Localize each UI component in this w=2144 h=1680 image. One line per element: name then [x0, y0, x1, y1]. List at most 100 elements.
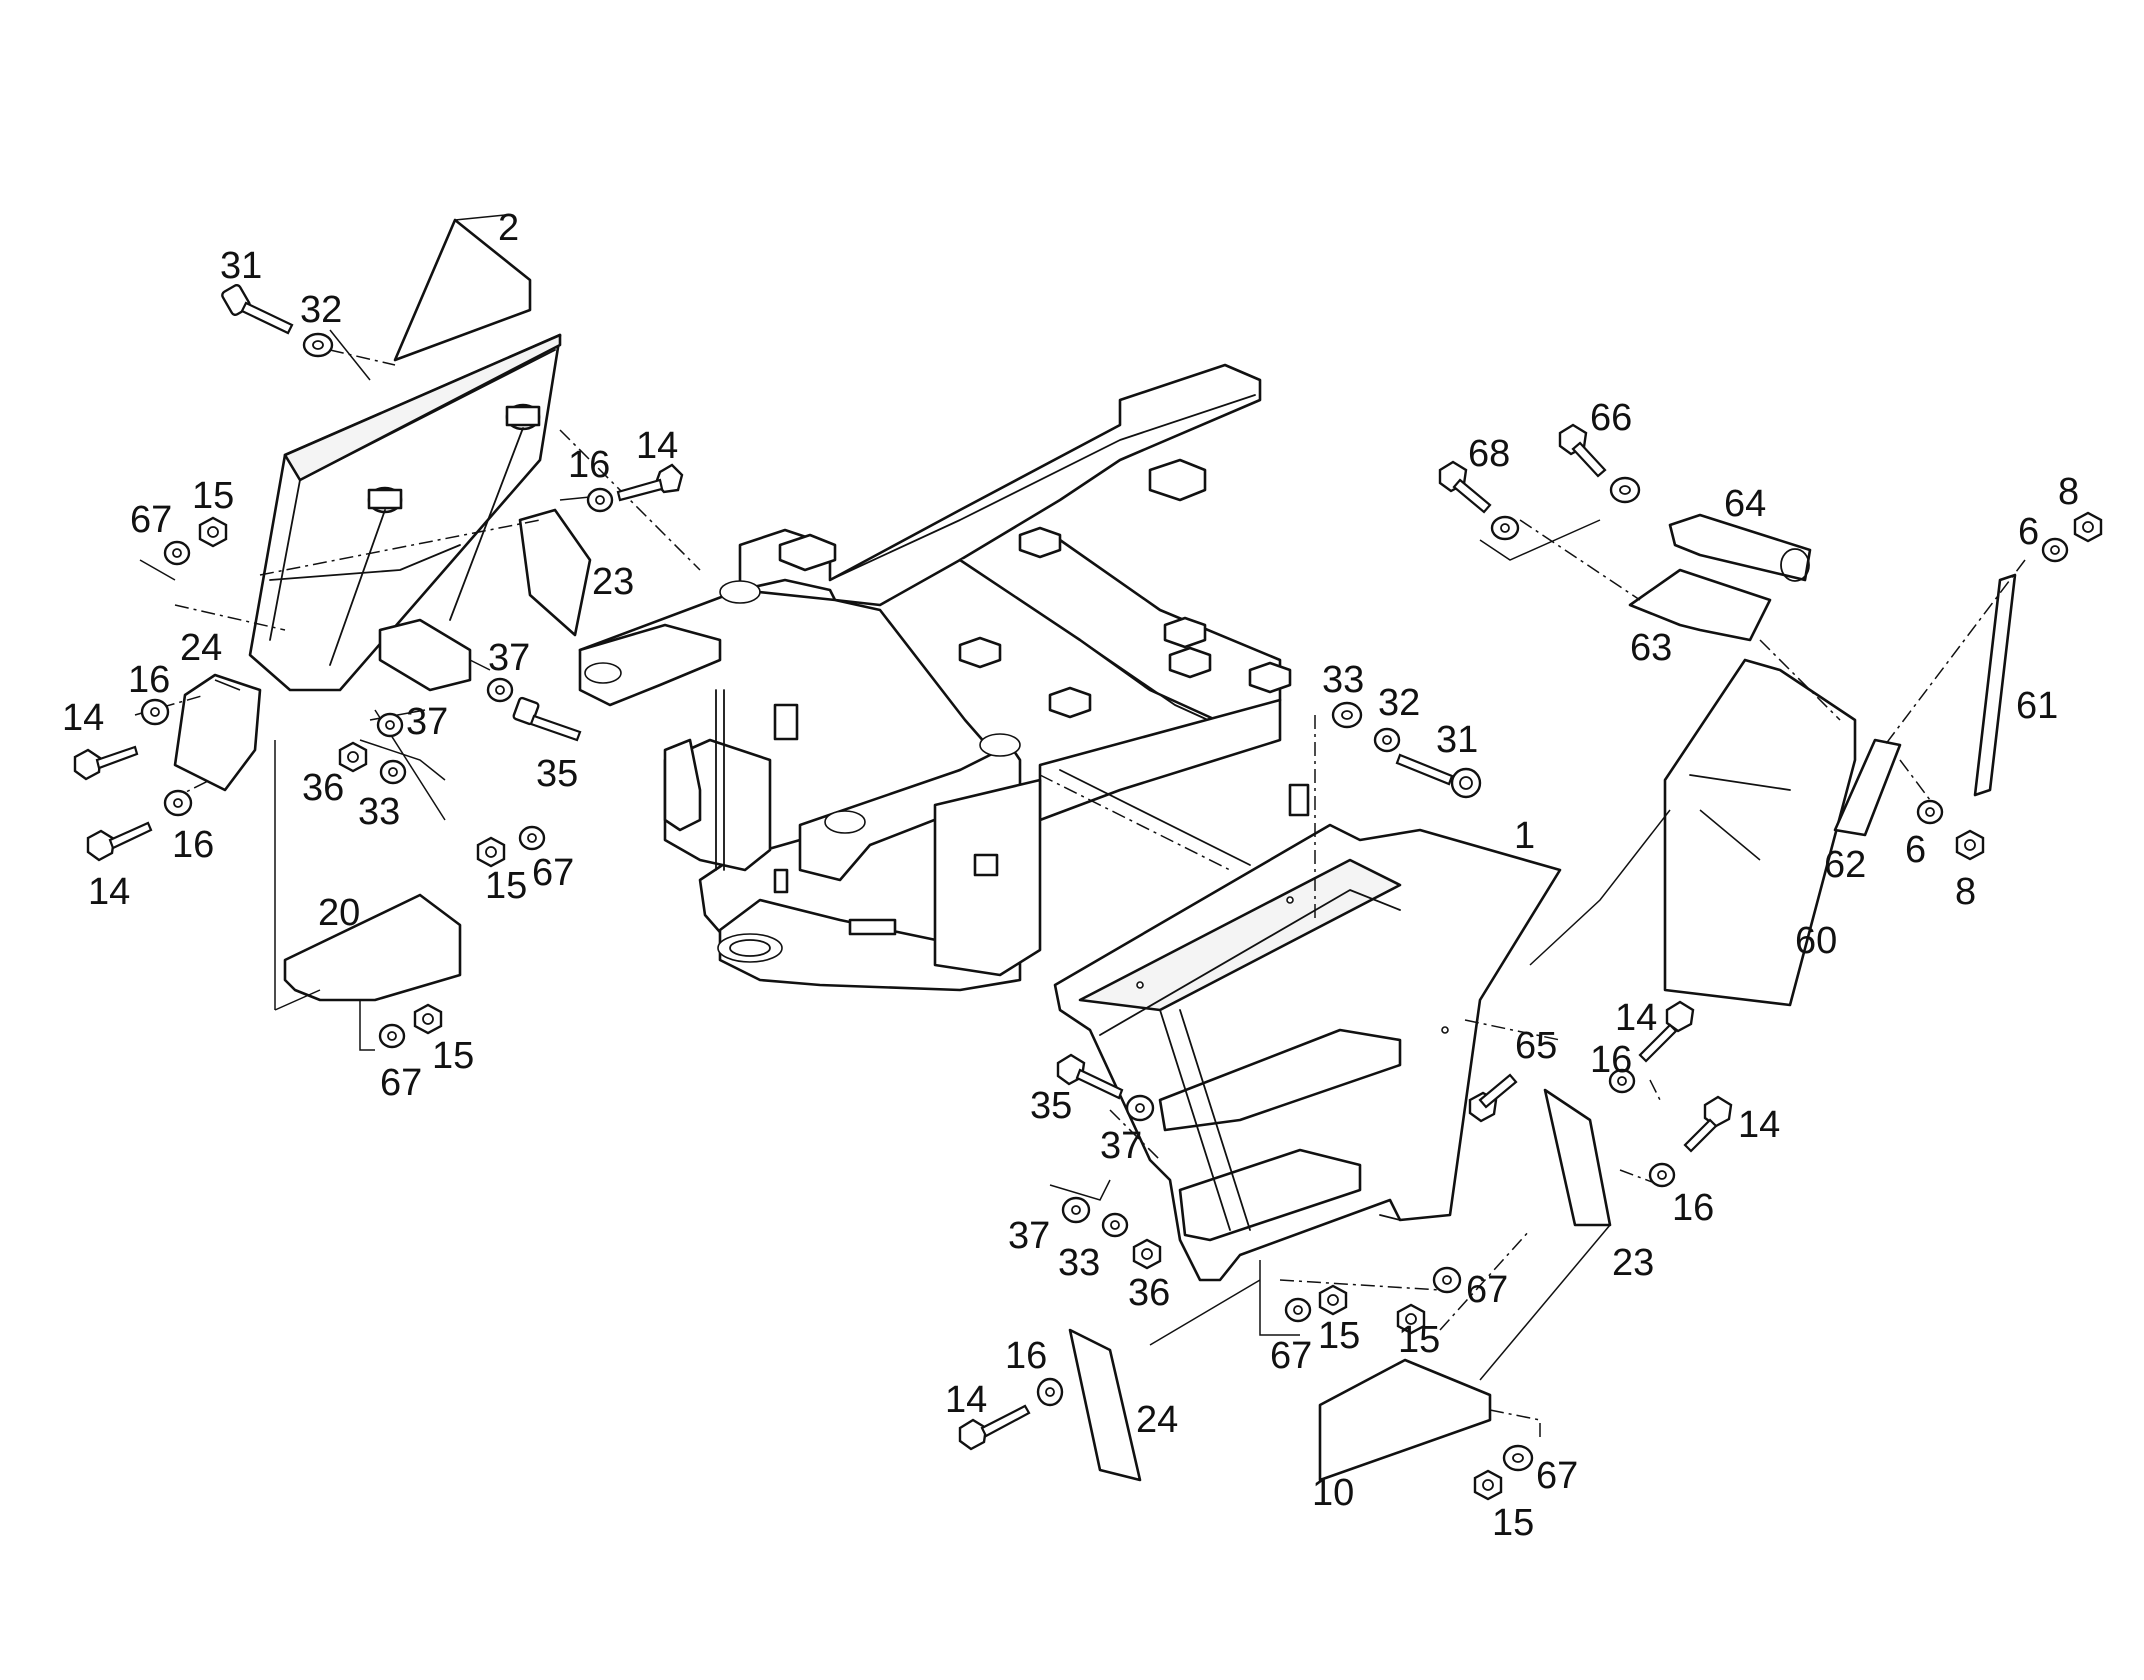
nut-15-right-c	[1473, 1469, 1503, 1501]
washer-16-right-a	[1608, 1068, 1636, 1094]
bolt-31-left	[221, 284, 294, 335]
washer-67-left-b	[518, 825, 546, 851]
nut-15-left	[198, 516, 228, 548]
bolt-35-left	[512, 696, 582, 742]
callout-24: 24	[1136, 1399, 1178, 1441]
part-62-bracket	[1833, 738, 1902, 837]
callout-67: 67	[1536, 1455, 1578, 1497]
part-24-left-bracket	[173, 673, 262, 792]
callout-33: 33	[1058, 1242, 1100, 1284]
leader-lines	[134, 214, 2026, 1440]
bolt-65	[1468, 1073, 1518, 1123]
callout-37: 37	[1100, 1125, 1142, 1167]
washer-67-left	[163, 540, 191, 566]
part-61-strap	[1973, 573, 2017, 797]
bolt-14-mid	[616, 463, 684, 502]
frame-pads	[778, 458, 1292, 719]
callout-32: 32	[1378, 682, 1420, 724]
callout-35: 35	[1030, 1085, 1072, 1127]
callout-67: 67	[532, 852, 574, 894]
part-10-plate	[1318, 1358, 1492, 1482]
main-frame	[578, 363, 1310, 992]
washer-37-right-a	[1125, 1094, 1155, 1122]
part-64-roll	[1780, 548, 1810, 582]
washer-37-a	[486, 677, 514, 703]
callout-16: 16	[1590, 1039, 1632, 1081]
washer-67-right-c	[1502, 1444, 1534, 1472]
washer-16-mid	[586, 487, 614, 513]
callout-10: 10	[1312, 1472, 1354, 1514]
callout-14: 14	[945, 1379, 987, 1421]
washer-67-right-b	[1432, 1266, 1462, 1294]
bolt-31-right	[1395, 753, 1482, 799]
callout-24: 24	[180, 627, 222, 669]
callout-14: 14	[1615, 997, 1657, 1039]
callout-15: 15	[1398, 1319, 1440, 1361]
callout-37: 37	[406, 701, 448, 743]
callout-67: 67	[130, 499, 172, 541]
nut-15-left-c	[413, 1003, 443, 1035]
callout-16: 16	[172, 824, 214, 866]
callout-63: 63	[1630, 627, 1672, 669]
washer-33-right	[1331, 701, 1363, 729]
bolt-68	[1438, 460, 1492, 514]
callout-6: 6	[1905, 829, 1926, 871]
washer-16-right-b	[1648, 1162, 1676, 1188]
bolt-14-right-c	[958, 1404, 1031, 1451]
callout-15: 15	[1318, 1315, 1360, 1357]
nut-36-right	[1132, 1238, 1162, 1270]
part-2-left-plate	[248, 218, 562, 692]
bolt-14-right-b	[1683, 1095, 1733, 1153]
washer-68	[1490, 515, 1520, 541]
callout-1: 1	[1514, 815, 1535, 857]
callout-33: 33	[358, 791, 400, 833]
callout-68: 68	[1468, 433, 1510, 475]
callout-37: 37	[1008, 1215, 1050, 1257]
part-23-right-bracket	[1543, 1088, 1612, 1227]
washer-37-b	[376, 712, 404, 738]
callout-16: 16	[1672, 1187, 1714, 1229]
washer-67-right-a	[1284, 1297, 1312, 1323]
part-24-right-bracket	[1068, 1328, 1142, 1482]
part-20-plate	[283, 893, 462, 1002]
callout-23: 23	[592, 561, 634, 603]
callout-36: 36	[302, 767, 344, 809]
washer-32-right	[1373, 727, 1401, 753]
callout-61: 61	[2016, 685, 2058, 727]
hardware	[73, 284, 2103, 1501]
part-60-cover	[1663, 658, 1857, 1007]
callout-32: 32	[300, 289, 342, 331]
callout-15: 15	[1492, 1502, 1534, 1544]
callout-15: 15	[485, 865, 527, 907]
washer-32-left	[302, 332, 334, 358]
nut-36-left	[338, 741, 368, 773]
callout-8: 8	[2058, 471, 2079, 513]
callout-14: 14	[636, 425, 678, 467]
callout-35: 35	[536, 753, 578, 795]
part-63-plate	[1628, 568, 1772, 642]
bolt-35-right	[1056, 1053, 1124, 1100]
callout-14: 14	[62, 697, 104, 739]
nut-8-bottom	[1955, 829, 1985, 861]
part-23-left-bracket	[518, 508, 592, 637]
callout-33: 33	[1322, 659, 1364, 701]
washer-33-left	[379, 759, 407, 785]
bolt-66	[1558, 423, 1607, 478]
callout-62: 62	[1824, 844, 1866, 886]
nut-15-right-a	[1318, 1284, 1348, 1316]
callout-16: 16	[1005, 1335, 1047, 1377]
callout-31: 31	[1436, 719, 1478, 761]
callout-67: 67	[380, 1062, 422, 1104]
washer-66	[1609, 476, 1641, 504]
callout-67: 67	[1466, 1269, 1508, 1311]
callout-64: 64	[1724, 483, 1766, 525]
nut-15-left-b	[476, 836, 506, 868]
washer-37-right-b	[1061, 1196, 1091, 1224]
part-60-edge	[1689, 774, 1791, 791]
bolt-14-left-b	[86, 821, 153, 862]
callout-37: 37	[488, 637, 530, 679]
callout-16: 16	[568, 444, 610, 486]
washer-67-left-c	[378, 1023, 406, 1049]
nut-15-right-b	[1396, 1303, 1426, 1335]
